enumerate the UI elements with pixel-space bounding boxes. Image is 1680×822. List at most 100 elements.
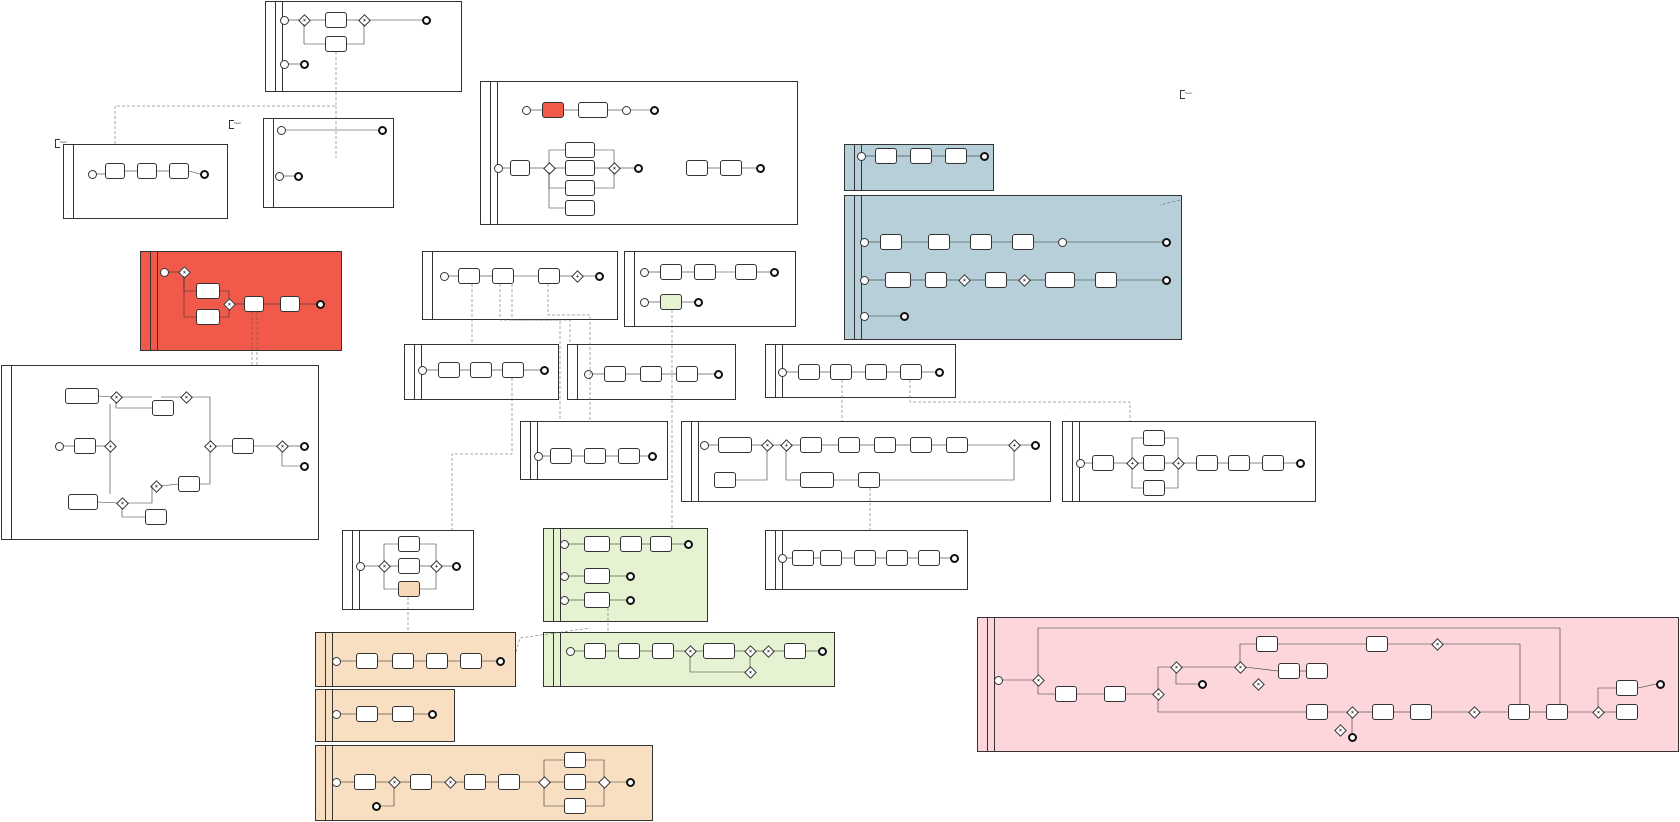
end-event xyxy=(300,462,309,471)
start-event xyxy=(860,312,869,321)
x-glyph: × xyxy=(383,563,386,570)
x-glyph: × xyxy=(1037,677,1040,684)
task xyxy=(970,234,992,250)
start-event xyxy=(1076,459,1085,468)
task xyxy=(492,268,514,284)
task xyxy=(910,437,932,453)
task xyxy=(498,774,520,790)
task xyxy=(800,472,834,488)
task xyxy=(105,163,125,179)
plus-glyph: + xyxy=(209,443,212,450)
task xyxy=(858,472,880,488)
x-glyph: × xyxy=(1597,709,1600,716)
task xyxy=(538,268,560,284)
end-event xyxy=(300,60,309,69)
task xyxy=(1306,663,1328,679)
task xyxy=(470,362,492,378)
task xyxy=(565,200,595,216)
task xyxy=(354,774,376,790)
task xyxy=(703,643,735,659)
end-event xyxy=(694,298,703,307)
end-event xyxy=(1296,459,1305,468)
x-glyph: × xyxy=(767,648,770,655)
task xyxy=(1306,704,1328,720)
start-event xyxy=(522,106,531,115)
pool-top-center: ... xyxy=(265,1,462,92)
task xyxy=(137,163,157,179)
task xyxy=(676,366,698,382)
pool-mid-2: ... xyxy=(624,251,796,327)
x-glyph: × xyxy=(185,394,188,401)
x-glyph: × xyxy=(121,500,124,507)
pool-green-2: ... xyxy=(543,632,835,687)
x-glyph: × xyxy=(1175,664,1178,671)
task xyxy=(564,752,586,768)
start-event xyxy=(566,647,575,656)
task xyxy=(946,437,968,453)
x-glyph: × xyxy=(1023,277,1026,284)
start-event xyxy=(280,16,289,25)
start-event xyxy=(534,452,543,461)
end-event xyxy=(626,596,635,605)
end-event xyxy=(200,170,209,179)
end-event xyxy=(1162,276,1171,285)
task xyxy=(565,142,595,158)
end-event xyxy=(1031,441,1040,450)
task xyxy=(660,264,682,280)
task xyxy=(618,448,640,464)
start-event xyxy=(440,272,449,281)
task xyxy=(410,774,432,790)
task xyxy=(694,264,716,280)
x-glyph: × xyxy=(749,669,752,676)
task xyxy=(1092,455,1114,471)
end-event xyxy=(422,16,431,25)
x-glyph: × xyxy=(1436,641,1439,648)
x-glyph: × xyxy=(1473,709,1476,716)
end-event xyxy=(950,554,959,563)
annotation-text: Текст xyxy=(234,121,242,125)
end-event xyxy=(1198,680,1207,689)
start-event xyxy=(275,172,284,181)
task xyxy=(1045,272,1075,288)
end-event xyxy=(1656,680,1665,689)
task xyxy=(1262,455,1284,471)
task xyxy=(584,643,606,659)
end-event xyxy=(756,164,765,173)
task xyxy=(854,550,876,566)
pool-right-mid: ... xyxy=(765,344,956,398)
start-event xyxy=(994,676,1003,685)
pool-left-upper: ... xyxy=(63,144,228,219)
task xyxy=(1278,663,1300,679)
x-glyph: × xyxy=(1157,691,1160,698)
annotation-text: Текст xyxy=(60,140,68,144)
task xyxy=(502,362,524,378)
pool-mid-1: ... xyxy=(422,251,618,320)
start-event xyxy=(778,554,787,563)
end-event xyxy=(634,164,643,173)
pool-left-large: ... xyxy=(1,365,319,540)
task xyxy=(196,309,220,325)
pool-pink: ... xyxy=(977,617,1679,752)
start-event xyxy=(332,778,341,787)
x-glyph: × xyxy=(1239,664,1242,671)
task-highlighted xyxy=(398,581,420,597)
start-event xyxy=(418,366,427,375)
task xyxy=(1366,636,1388,652)
start-event xyxy=(778,368,787,377)
task xyxy=(830,364,852,380)
task xyxy=(169,163,189,179)
end-event xyxy=(540,366,549,375)
task xyxy=(565,160,595,176)
task xyxy=(392,653,414,669)
annotation-text: Текст xyxy=(1185,91,1193,95)
task xyxy=(886,550,908,566)
task xyxy=(356,653,378,669)
task xyxy=(564,774,586,790)
plus-glyph: + xyxy=(1177,460,1180,467)
task xyxy=(1104,686,1126,702)
task xyxy=(618,643,640,659)
x-glyph: × xyxy=(449,779,452,786)
task xyxy=(196,283,220,299)
task xyxy=(584,448,606,464)
